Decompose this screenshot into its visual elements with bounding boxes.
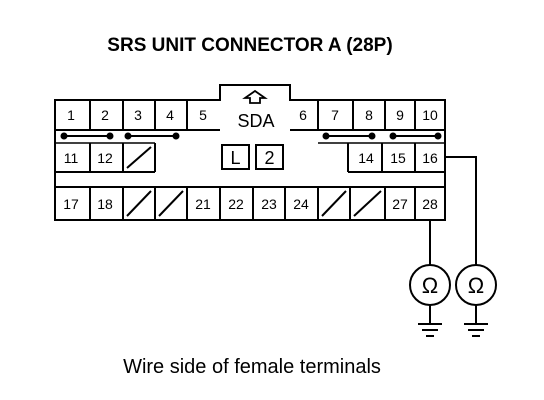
pin-21: 21: [195, 196, 211, 212]
l-box: [221, 144, 250, 170]
pin-15: 15: [390, 150, 406, 166]
shorting-bars: [60, 132, 442, 140]
pin-6: 6: [299, 107, 307, 123]
pin-10: 10: [422, 107, 438, 123]
empty-cavity-marks: [126, 146, 382, 217]
pin-9: 9: [396, 107, 404, 123]
diagram-title: SRS UNIT CONNECTOR A (28P): [107, 35, 392, 56]
ohm-icon: Ω: [468, 273, 484, 298]
test-leads: [429, 156, 477, 265]
pin-5: 5: [199, 107, 207, 123]
pin-4: 4: [166, 107, 174, 123]
two-box-label: 2: [264, 148, 274, 168]
pin-14: 14: [358, 150, 374, 166]
pin-3: 3: [134, 107, 142, 123]
pin-8: 8: [365, 107, 373, 123]
pin-24: 24: [293, 196, 309, 212]
two-box: [255, 144, 284, 170]
pin-22: 22: [228, 196, 244, 212]
pin-23: 23: [261, 196, 277, 212]
diagram-caption: Wire side of female terminals: [123, 356, 381, 378]
pin-16: 16: [422, 150, 438, 166]
pin-7: 7: [331, 107, 339, 123]
ohmmeter-1: Ω: [409, 264, 451, 337]
ground-icon: [464, 305, 488, 337]
pin-2: 2: [101, 107, 109, 123]
pin-1: 1: [67, 107, 75, 123]
sda-label: SDA: [237, 111, 274, 131]
ohmmeter-2: Ω: [455, 264, 497, 337]
l-box-label: L: [230, 148, 240, 168]
pin-17: 17: [63, 196, 79, 212]
pin-12: 12: [97, 150, 113, 166]
pin-27: 27: [392, 196, 408, 212]
pin-grid: [89, 100, 416, 220]
pin-11: 11: [64, 150, 79, 166]
ohm-icon: Ω: [422, 273, 438, 298]
pin-28: 28: [422, 196, 438, 212]
pin-labels: 1 2 3 4 5 6 7 8 9 10 11 12 14 15 16 17 1…: [63, 107, 438, 212]
pin-18: 18: [97, 196, 113, 212]
lock-arrow-icon: [242, 89, 268, 104]
ground-icon: [418, 305, 442, 337]
